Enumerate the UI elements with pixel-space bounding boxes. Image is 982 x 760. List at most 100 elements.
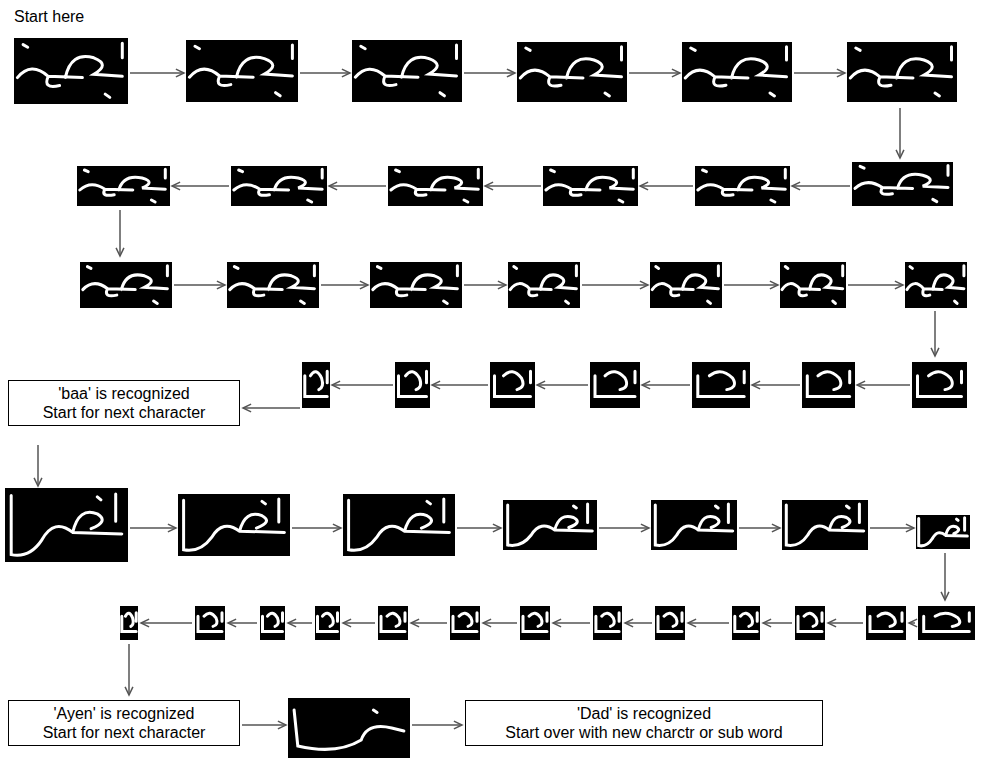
arrow-head — [553, 619, 561, 627]
arrow-shaft — [37, 445, 39, 486]
arrow-head — [931, 348, 939, 356]
word-image — [260, 606, 285, 640]
handwriting-stroke — [305, 371, 327, 396]
handwriting-stroke — [381, 613, 405, 632]
handwriting-stroke — [17, 43, 122, 97]
arrow-shaft — [792, 185, 850, 187]
flow-arrow — [739, 524, 780, 532]
arrow-shaft — [739, 527, 780, 529]
flow-arrow — [794, 69, 845, 77]
flow-arrow — [870, 524, 914, 532]
arrow-shaft — [629, 72, 680, 74]
flow-arrow — [752, 381, 800, 389]
arrow-shaft — [130, 527, 176, 529]
word-image — [378, 606, 408, 640]
flow-arrow — [243, 404, 300, 412]
flow-arrow — [130, 524, 176, 532]
word-image — [388, 166, 483, 206]
status-box: 'baa' is recognizedStart for next charac… — [8, 380, 240, 426]
arrow-shaft — [332, 384, 393, 386]
arrow-shaft — [432, 384, 488, 386]
arrow-head — [454, 721, 462, 729]
flow-arrow — [174, 281, 225, 289]
status-box: 'Ayen' is recognizedStart for next chara… — [8, 700, 240, 746]
flow-arrow — [172, 182, 229, 190]
handwriting-stroke — [735, 613, 757, 632]
arrow-shaft — [242, 724, 286, 726]
arrow-head — [343, 619, 351, 627]
handwriting-stroke — [184, 499, 285, 550]
flow-arrow — [848, 281, 903, 289]
word-image — [227, 262, 319, 308]
status-box: 'Dad' is recognizedStart over with new c… — [465, 700, 823, 746]
flow-arrow — [763, 619, 792, 627]
arrow-head — [329, 182, 337, 190]
handwriting-stroke — [786, 504, 863, 545]
handwriting-stroke — [80, 169, 166, 202]
arrow-head — [485, 182, 493, 190]
arrow-head — [125, 687, 133, 695]
status-text: Start for next character — [15, 723, 233, 742]
arrow-shaft — [763, 622, 792, 624]
flow-arrow — [343, 619, 375, 627]
arrow-shaft — [553, 622, 590, 624]
flow-arrow — [625, 619, 652, 627]
arrow-shaft — [640, 185, 693, 187]
arrow-head — [243, 404, 251, 412]
arrow-shaft — [464, 72, 515, 74]
arrow-shaft — [934, 311, 936, 356]
arrow-shaft — [464, 284, 506, 286]
arrow-head — [507, 69, 515, 77]
arrow-head — [625, 619, 633, 627]
arrow-shaft — [128, 644, 130, 695]
word-image — [178, 494, 290, 556]
arrow-head — [498, 281, 506, 289]
handwriting-stroke — [685, 47, 786, 96]
word-image — [508, 262, 580, 308]
flow-arrow — [553, 619, 590, 627]
arrow-shaft — [119, 210, 121, 256]
handwriting-stroke — [596, 613, 619, 632]
flow-arrow — [329, 182, 386, 190]
arrow-shaft — [485, 185, 541, 187]
arrow-head — [941, 592, 949, 600]
arrow-head — [176, 69, 184, 77]
status-text: Start for next character — [15, 403, 233, 422]
arrow-shaft — [300, 72, 350, 74]
arrow-head — [278, 721, 286, 729]
word-image — [695, 166, 790, 206]
word-image — [352, 40, 462, 102]
arrow-head — [228, 619, 236, 627]
flow-arrow — [629, 69, 680, 77]
word-image — [186, 40, 298, 102]
flow-arrow — [909, 619, 917, 627]
handwriting-stroke — [870, 613, 902, 632]
arrow-head — [770, 281, 778, 289]
arrow-head — [688, 619, 696, 627]
arrow-shaft — [329, 185, 386, 187]
word-image — [395, 362, 430, 408]
arrow-shaft — [483, 622, 517, 624]
handwriting-stroke — [263, 613, 283, 632]
word-image — [802, 362, 855, 408]
word-image — [650, 262, 722, 308]
arrow-head — [333, 524, 341, 532]
arrow-head — [642, 381, 650, 389]
word-image — [692, 362, 750, 408]
arrow-head — [895, 281, 903, 289]
flow-arrow — [464, 281, 506, 289]
arrow-shaft — [724, 284, 778, 286]
arrow-head — [772, 524, 780, 532]
flow-arrow — [792, 182, 850, 190]
handwriting-stroke — [122, 613, 136, 632]
arrow-head — [116, 248, 124, 256]
handwriting-stroke — [391, 169, 478, 202]
arrow-head — [172, 182, 180, 190]
arrow-shaft — [752, 384, 800, 386]
word-image — [288, 698, 410, 758]
arrow-shaft — [828, 622, 863, 624]
handwriting-stroke — [798, 613, 822, 632]
flow-arrow — [828, 619, 863, 627]
arrow-shaft — [130, 72, 184, 74]
arrow-head — [792, 182, 800, 190]
